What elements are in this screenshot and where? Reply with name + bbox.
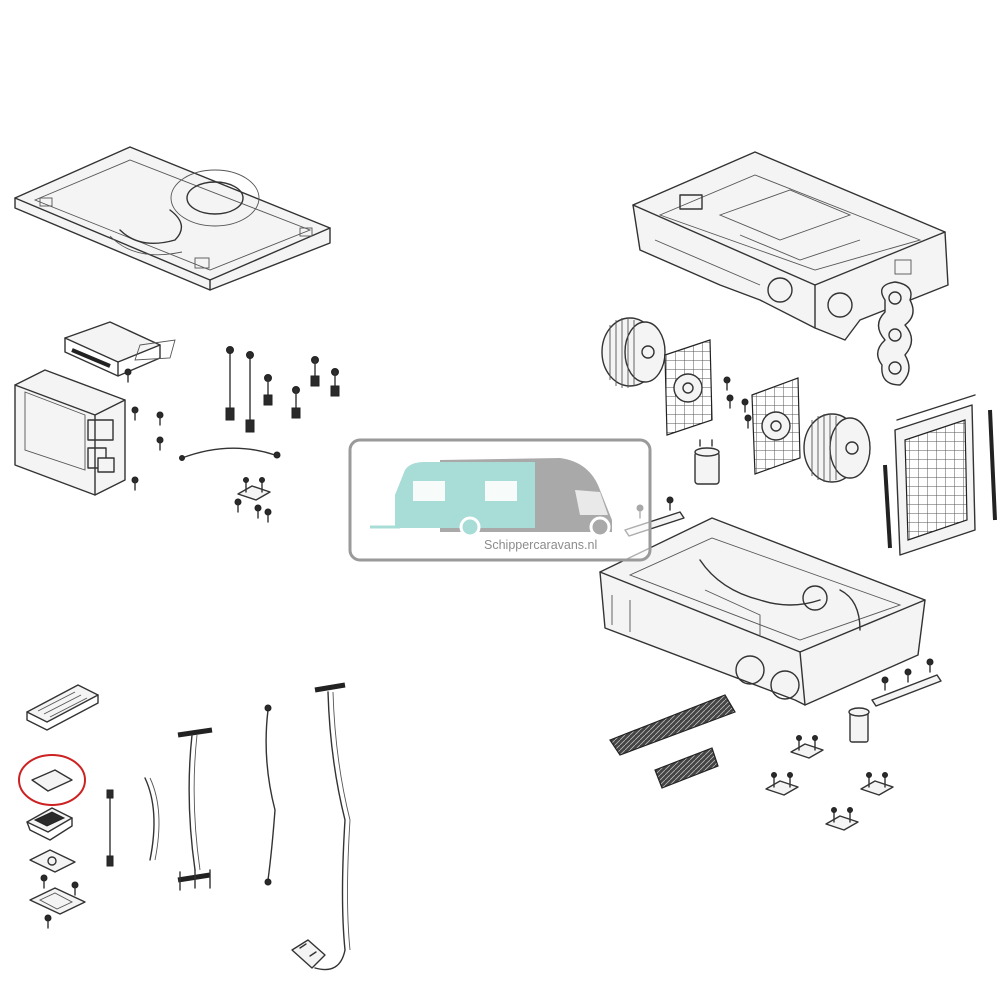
motor-mount-screws	[723, 376, 752, 429]
highlight-circle	[18, 754, 86, 806]
mounting-rail-part-lower	[871, 658, 942, 707]
wire-single-part	[264, 704, 276, 886]
wire-lead-part	[179, 447, 281, 461]
ceiling-vent-grille-large	[609, 694, 736, 756]
left-blower-wheel-part	[601, 317, 666, 388]
motor-mount-plate-right	[751, 377, 801, 475]
mounting-brackets-part	[765, 734, 894, 831]
remote-control-part	[26, 684, 99, 731]
control-box-screws	[124, 368, 164, 491]
wiring-harness-part	[177, 727, 213, 891]
wall-bracket-part	[29, 874, 86, 929]
base-plate-part	[14, 146, 331, 291]
drain-fitting-part	[848, 707, 870, 743]
caravan-icon	[370, 462, 535, 538]
return-air-filter-part	[883, 394, 997, 556]
remote-control-cover-part	[31, 769, 73, 792]
power-cord-part	[291, 682, 351, 971]
air-deflector-part	[877, 281, 914, 386]
control-box-part	[14, 369, 126, 496]
bottom-pan-part	[599, 517, 926, 706]
watermark-logo: Schippercaravans.nl	[348, 438, 652, 562]
top-housing-part	[632, 151, 949, 341]
motor-mount-plate-left	[664, 339, 713, 436]
electronic-module-part	[64, 321, 176, 377]
ceiling-vent-grille-small	[654, 747, 719, 789]
small-bracket-part	[234, 476, 272, 523]
wall-plate-part	[29, 849, 76, 873]
remote-holder-part	[26, 807, 73, 841]
sensor-probes-part	[225, 346, 340, 433]
watermark-text: Schippercaravans.nl	[484, 538, 597, 552]
capacitor-part	[694, 439, 720, 485]
cable-short-part	[106, 789, 114, 867]
right-blower-wheel-part	[803, 413, 871, 483]
cable-curved-part	[144, 777, 160, 861]
